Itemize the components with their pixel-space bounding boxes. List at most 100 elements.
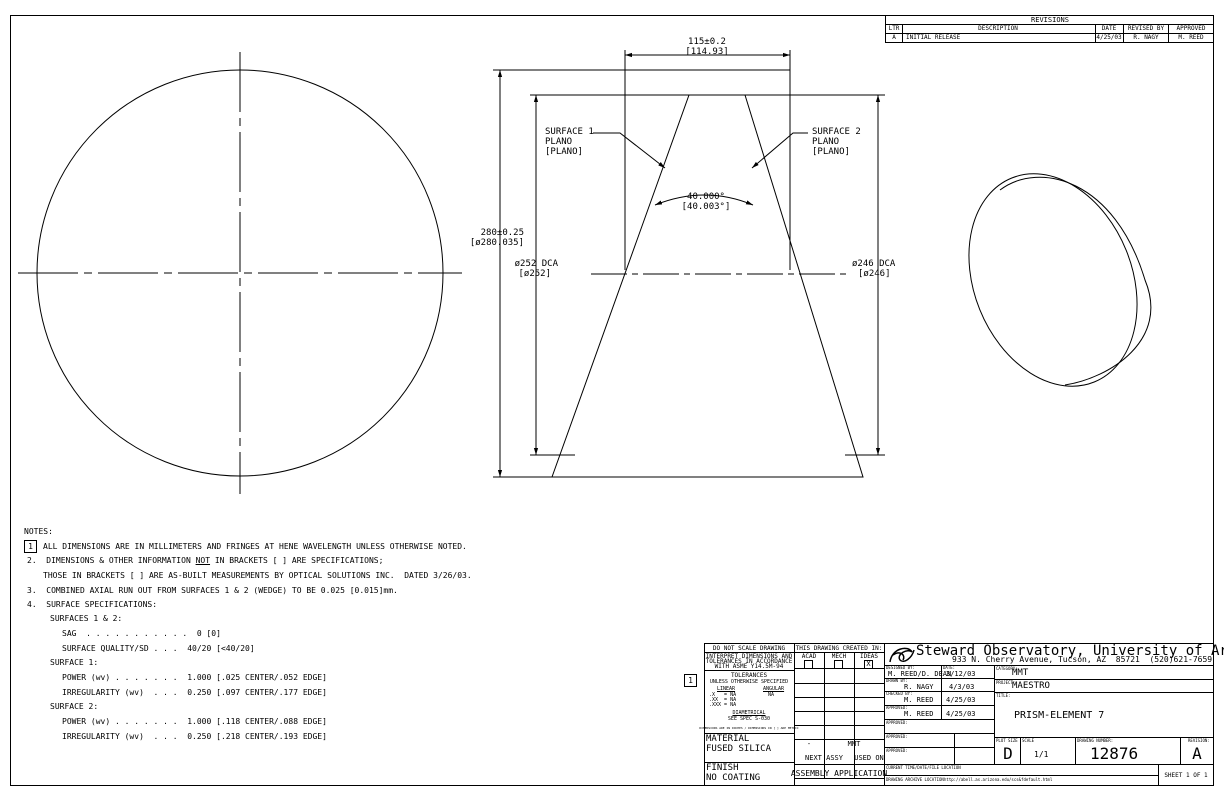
scale-label: SCALE bbox=[1022, 738, 1035, 743]
interpret-line-2: TOLERANCES IN ACCORDANCE bbox=[705, 658, 793, 665]
interpret-line-3: WITH ASME Y14.5M-94 bbox=[714, 663, 784, 670]
end-view bbox=[18, 52, 462, 494]
revisions-title: REVISIONS bbox=[1031, 16, 1069, 24]
dim-top-width-meas: [114.93] bbox=[685, 47, 729, 57]
next-assy-label: NEXT ASSY bbox=[805, 754, 843, 762]
dim-dca-left: ø252 DCA bbox=[514, 259, 558, 269]
drawing-number: 12876 bbox=[1090, 744, 1139, 763]
used-on-value: MMT bbox=[847, 740, 861, 748]
finish-label: FINISH bbox=[706, 763, 739, 773]
used-on-label: USED ON bbox=[854, 754, 884, 762]
revision-value: A bbox=[1192, 744, 1202, 763]
revisions-table bbox=[885, 15, 1214, 43]
approved-label-4: APPROVED: bbox=[886, 748, 908, 753]
note-1: ALL DIMENSIONS ARE IN MILLIMETERS AND FR… bbox=[43, 542, 467, 551]
checked-by-label: CHECKED BY: bbox=[886, 691, 913, 696]
tol-x: .X = NA bbox=[709, 692, 737, 698]
checked-date: 4/25/03 bbox=[946, 696, 976, 704]
surface1-plano: PLANO bbox=[545, 137, 573, 147]
surface2-plano: PLANO bbox=[812, 137, 840, 147]
drawn-by: R. NAGY bbox=[904, 683, 934, 691]
angular-label: ANGULAR bbox=[763, 686, 785, 692]
note-3: 3. COMBINED AXIAL RUN OUT FROM SURFACES … bbox=[27, 586, 398, 595]
created-mech: MECH bbox=[831, 653, 847, 660]
rev-header-date: DATE bbox=[1101, 25, 1117, 32]
spec-s1-irregularity: IRREGULARITY (wv) . . . 0.250 [.097 CENT… bbox=[62, 688, 327, 697]
rev-ltr: A bbox=[892, 34, 896, 41]
rev-header-approved: APPROVED bbox=[1176, 25, 1206, 32]
notes-heading: NOTES: bbox=[24, 527, 53, 536]
dim-dca-left-meas: [ø252] bbox=[518, 269, 551, 279]
surface1-label: SURFACE 1 bbox=[545, 127, 594, 137]
dim-height: 280±0.25 bbox=[480, 228, 524, 238]
category-value: MMT bbox=[1012, 668, 1029, 678]
surfaces-1-2-heading: SURFACES 1 & 2: bbox=[50, 614, 123, 623]
surface1-meas: [PLANO] bbox=[545, 147, 583, 157]
checkbox-mech bbox=[834, 660, 843, 669]
steward-logo bbox=[889, 647, 915, 663]
tol-xx: .XX = NA bbox=[709, 697, 737, 703]
surface2-meas: [PLANO] bbox=[812, 147, 850, 157]
designed-date: 3/12/03 bbox=[946, 670, 976, 678]
note-2-continued: THOSE IN BRACKETS [ ] ARE AS-BUILT MEASU… bbox=[43, 571, 472, 580]
dim-height-meas: [ø280.035] bbox=[469, 238, 524, 248]
linear-label: LINEAR bbox=[717, 686, 736, 692]
checkbox-ideas: X bbox=[864, 660, 873, 669]
scale-value: 1/1 bbox=[1034, 750, 1049, 759]
created-in-label: THIS DRAWING CREATED IN: bbox=[795, 645, 883, 652]
dim-angle-meas: [40.003°] bbox=[681, 202, 731, 212]
dim-top-width: 115±0.2 bbox=[688, 37, 726, 47]
drawn-date: 4/3/03 bbox=[949, 683, 975, 691]
material-value: FUSED SILICA bbox=[706, 744, 772, 754]
surface-2-heading: SURFACE 2: bbox=[50, 702, 99, 711]
designed-by-label: DESIGNED BY: bbox=[886, 665, 915, 670]
unless-specified: UNLESS OTHERWISE SPECIFIED bbox=[709, 679, 789, 685]
project-label: PROJECT: bbox=[996, 680, 1016, 685]
archive-location-label: DRAWING ARCHIVE LOCATION bbox=[886, 777, 944, 782]
do-not-scale: DO NOT SCALE DRAWING bbox=[712, 645, 786, 652]
approved-label-1: APPROVED: bbox=[886, 705, 908, 710]
title-block bbox=[704, 643, 1214, 786]
dim-dca-right: ø246 DCA bbox=[852, 259, 896, 269]
next-assy-value: - bbox=[806, 740, 812, 748]
surface-1-heading: SURFACE 1: bbox=[50, 658, 99, 667]
checkbox-acad bbox=[804, 660, 813, 669]
approved-by: M. REED bbox=[904, 710, 934, 718]
rev-header-ltr: LTR bbox=[888, 25, 900, 32]
date-label: DATE: bbox=[943, 665, 956, 670]
approved-label-3: APPROVED: bbox=[886, 734, 908, 739]
spec-s2-irregularity: IRREGULARITY (wv) . . . 0.250 [.218 CENT… bbox=[62, 732, 327, 741]
created-acad: ACAD bbox=[801, 653, 817, 660]
plot-size-label: PLOT SIZE bbox=[996, 738, 1018, 743]
spec-s2-power: POWER (wv) . . . . . . . 1.000 [.118 CEN… bbox=[62, 717, 327, 726]
spec-s1-power: POWER (wv) . . . . . . . 1.000 [.025 CEN… bbox=[62, 673, 327, 682]
archive-location-url: http://abell.as.arizona.edu/scs&fdefault… bbox=[944, 777, 1053, 782]
material-label: MATERIAL bbox=[706, 734, 750, 744]
created-ideas: IDEAS bbox=[859, 653, 879, 660]
drawn-by-label: DRAWN BY: bbox=[886, 678, 908, 683]
cone-iso-view bbox=[968, 173, 1152, 387]
assembly-application: ASSEMBLY APPLICATION bbox=[790, 769, 888, 778]
plot-size-value: D bbox=[1003, 744, 1013, 763]
rev-header-revised-by: REVISED BY bbox=[1127, 25, 1165, 32]
tol-angular: NA bbox=[768, 692, 775, 698]
drawing-title: PRISM-ELEMENT 7 bbox=[1014, 710, 1105, 721]
title-block-note-flag: 1 bbox=[684, 674, 697, 687]
dim-dca-right-meas: [ø246] bbox=[858, 269, 891, 279]
approved-date: 4/25/03 bbox=[946, 710, 976, 718]
note-2: 2. DIMENSIONS & OTHER INFORMATION NOT IN… bbox=[27, 556, 384, 565]
project-value: MAESTRO bbox=[1012, 681, 1050, 691]
rev-header-description: DESCRIPTION bbox=[978, 25, 1018, 32]
sheet-border bbox=[10, 15, 1214, 786]
tolerances-label: TOLERANCES bbox=[730, 672, 768, 679]
sheet-count: SHEET 1 OF 1 bbox=[1164, 772, 1208, 779]
title-label: TITLE: bbox=[996, 693, 1011, 698]
organization-name: Steward Observatory, University of Arizo… bbox=[916, 643, 1224, 659]
diametral-label: DIAMETRICAL bbox=[732, 710, 766, 716]
see-spec: SEE SPEC S-030 bbox=[727, 716, 771, 722]
note-4: 4. SURFACE SPECIFICATIONS: bbox=[27, 600, 158, 609]
prism-side-view bbox=[493, 50, 885, 478]
note-1-flag: 1 bbox=[24, 540, 37, 553]
rev-description: INITIAL RELEASE bbox=[906, 34, 961, 41]
